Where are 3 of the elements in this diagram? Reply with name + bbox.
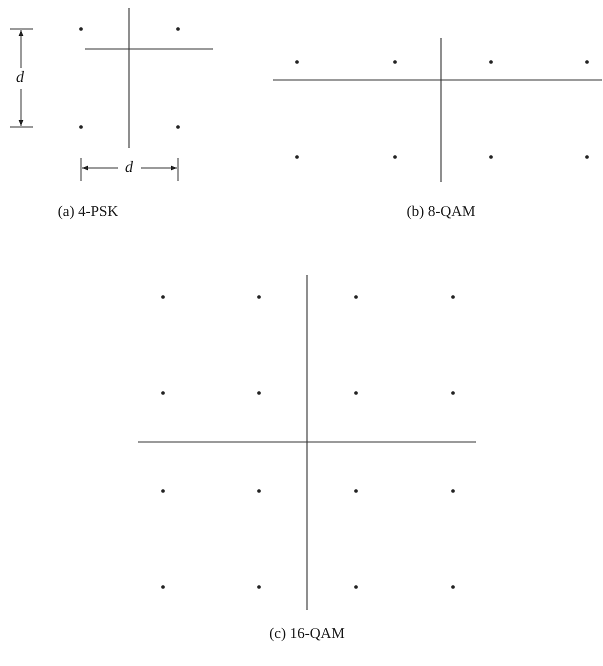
plot-caption: (a) 4-PSK <box>58 203 118 221</box>
plot-caption: (b) 8-QAM <box>406 203 476 221</box>
plot-caption: (c) 16-QAM <box>269 625 345 643</box>
